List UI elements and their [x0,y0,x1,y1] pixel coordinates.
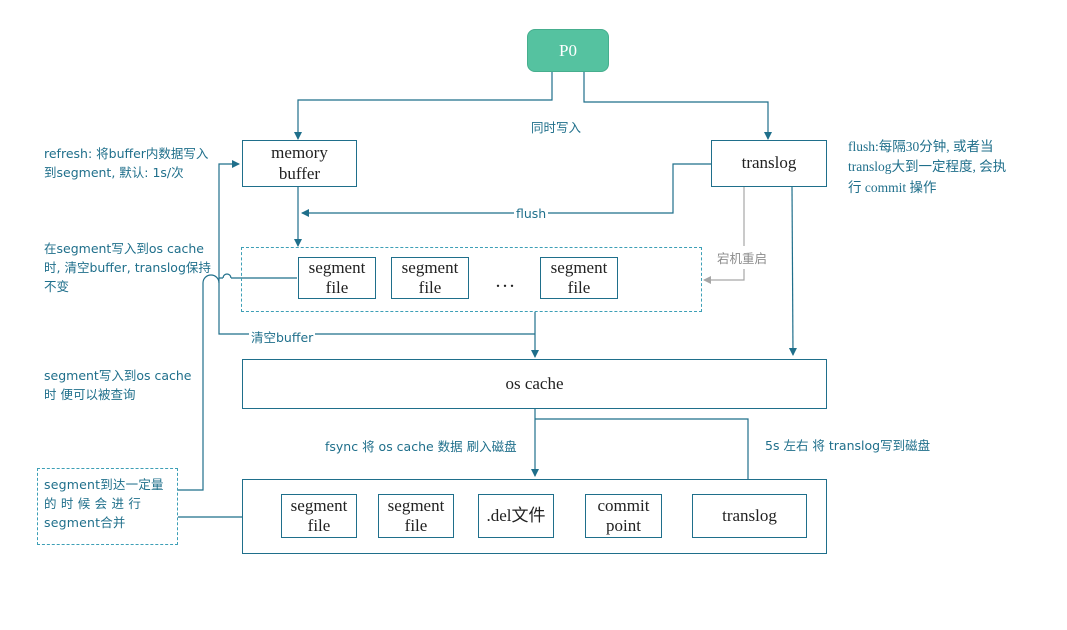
segment-file-3: segment file [540,257,618,299]
segment-file-2-label: segment file [401,257,459,297]
merge-note: segment到达一定量 的 时 候 会 进 行 segment合并 [44,477,164,530]
os-cache-box: os cache [242,359,827,409]
disk-segment-file-1-label: segment file [290,495,348,535]
p0-label: P0 [559,40,577,60]
segment-to-cache-note: 在segment写入到os cache 时, 清空buffer, translo… [44,241,211,294]
segment-file-2: segment file [391,257,469,299]
disk-segment-file-1: segment file [281,494,357,538]
memory-buffer-label: memory buffer [271,143,328,183]
merge-note-box [37,468,178,545]
commit-point-label: commit point [597,495,650,535]
merge-loop-line [178,274,220,491]
fsync-label: fsync 将 os cache 数据 刷入磁盘 [325,436,517,455]
translog-label: translog [741,153,797,173]
refresh-loop-arrow [218,164,297,279]
searchable-note: segment写入到os cache 时 便可以被查询 [44,368,192,402]
disk-translog-label: translog [722,505,777,525]
commit-point-box: commit point [585,494,662,538]
p0-node: P0 [527,29,609,72]
os-cache-label: os cache [505,373,564,393]
segment-area [241,247,702,312]
oscache-to-disk-translog-arrow [535,418,752,495]
clear-buffer-label: 清空buffer [249,327,316,346]
segment-file-1: segment file [298,257,376,299]
translog-box: translog [711,140,827,187]
crash-restart-arrow [703,187,745,284]
flush-description-note: flush:每隔30分钟, 或者当 translog大到一定程度, 会执 行 c… [848,139,1007,195]
flush-arrow [301,163,711,217]
write-both-label: 同时写入 [531,117,582,136]
del-file-box: .del文件 [478,494,554,538]
segment-file-1-label: segment file [308,257,366,297]
crash-restart-label: 宕机重启 [716,246,769,269]
p0-to-memory-buffer-arrow [294,72,553,140]
disk-segment-file-2-label: segment file [387,495,445,535]
translog-to-oscache-arrow [788,186,797,356]
clear-buffer-line [218,278,535,335]
refresh-note: refresh: 将buffer内数据写入 到segment, 默认: 1s/次 [44,146,209,180]
disk-translog-box: translog [692,494,807,538]
segment-file-3-label: segment file [550,257,608,297]
memory-buffer-box: memory buffer [242,140,357,187]
disk-segment-file-2: segment file [378,494,454,538]
translog-to-disk-label: 5s 左右 将 translog写到磁盘 [765,435,931,454]
p0-to-translog-arrow [583,72,772,140]
flush-label: flush [514,206,549,221]
ellipsis: ... [495,270,517,292]
del-file-label: .del文件 [486,505,546,525]
